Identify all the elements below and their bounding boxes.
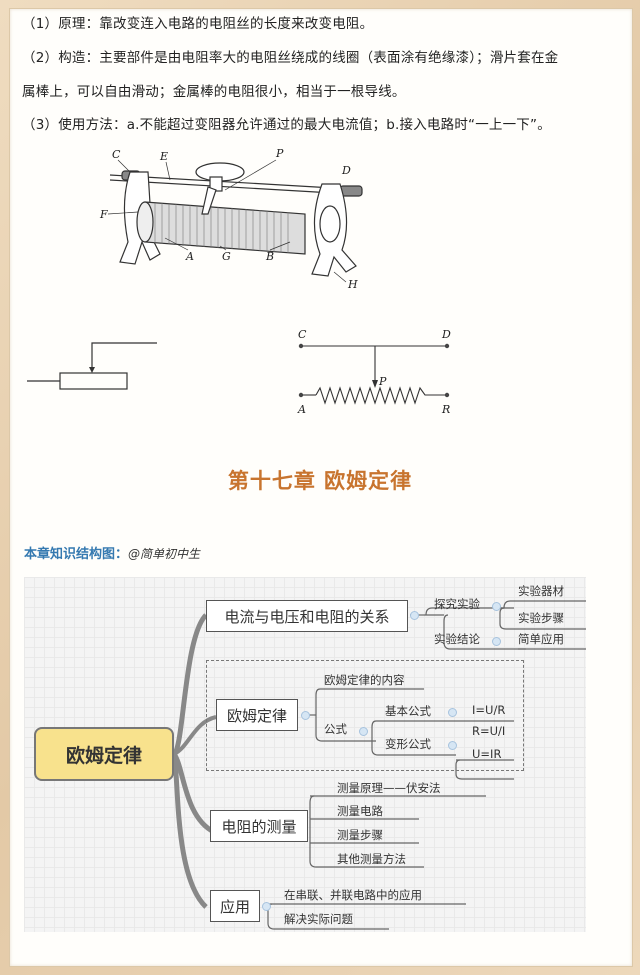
- node-solve-practical-problems[interactable]: 解决实际问题: [284, 912, 353, 926]
- node-basic-formula[interactable]: 基本公式: [385, 704, 431, 718]
- svg-text:E: E: [159, 150, 168, 163]
- rheostat-circuit-diagram: C D P A R: [297, 328, 451, 416]
- collapse-toggle-icon[interactable]: [492, 637, 501, 646]
- svg-text:A: A: [185, 250, 194, 263]
- svg-text:B: B: [265, 250, 274, 263]
- branch-current-voltage-resistance[interactable]: 电流与电压和电阻的关系: [206, 600, 408, 632]
- node-ohms-law-content[interactable]: 欧姆定律的内容: [324, 673, 405, 687]
- branch-resistance-measurement[interactable]: 电阻的测量: [210, 810, 308, 842]
- node-measurement-principle[interactable]: 测量原理——伏安法: [337, 781, 441, 795]
- node-measurement-steps[interactable]: 测量步骤: [337, 828, 383, 842]
- node-experiment-conclusion[interactable]: 实验结论: [434, 632, 480, 646]
- svg-text:P: P: [378, 375, 387, 388]
- mind-map: 欧姆定律 电流与电压和电阻的关系 探究实验 实验器材 实验步骤 实验结论 简单应…: [24, 577, 586, 932]
- paragraph-usage: （3）使用方法：a.不能超过变阻器允许通过的最大电流值；b.接入电路时“一上一下…: [22, 117, 551, 133]
- ohms-law-group-boundary: [206, 660, 524, 771]
- node-formula-u-equals-ir[interactable]: U=IR: [472, 747, 502, 761]
- paragraph-structure-line1: （2）构造：主要部件是由电阻率大的电阻丝绕成的线圈（表面涂有绝缘漆）；滑片套在金: [22, 50, 559, 66]
- collapse-toggle-icon[interactable]: [448, 708, 457, 717]
- node-other-methods[interactable]: 其他测量方法: [337, 852, 406, 866]
- svg-text:C: C: [298, 328, 307, 341]
- paragraph-structure-line2: 属棒上，可以自由滑动；金属棒的电阻很小，相当于一根导线。: [22, 84, 406, 100]
- node-simple-application[interactable]: 简单应用: [518, 632, 564, 646]
- svg-text:H: H: [347, 278, 358, 291]
- node-formula-r-equals-u-over-i[interactable]: R=U/I: [472, 724, 506, 738]
- collapse-toggle-icon[interactable]: [492, 602, 501, 611]
- collapse-toggle-icon[interactable]: [448, 741, 457, 750]
- svg-text:G: G: [222, 250, 231, 263]
- paragraph-principle: （1）原理：靠改变连入电路的电阻丝的长度来改变电阻。: [22, 16, 374, 32]
- collapse-toggle-icon[interactable]: [410, 611, 419, 620]
- svg-text:C: C: [112, 148, 121, 161]
- rheostat-schematic-symbol: [27, 342, 157, 390]
- node-inquiry-experiment[interactable]: 探究实验: [434, 597, 480, 611]
- node-derived-formula[interactable]: 变形公式: [385, 737, 431, 751]
- collapse-toggle-icon[interactable]: [359, 727, 368, 736]
- chapter-title: 第十七章 欧姆定律: [227, 469, 413, 493]
- svg-text:A: A: [297, 403, 306, 416]
- svg-text:F: F: [99, 208, 108, 221]
- svg-text:D: D: [441, 328, 451, 341]
- collapse-toggle-icon[interactable]: [301, 711, 310, 720]
- knowledge-map-title: 本章知识结构图：: [24, 547, 129, 562]
- rheostat-illustration: C E P D F A G B H: [99, 147, 363, 291]
- knowledge-map-heading: 本章知识结构图：@简单初中生: [24, 543, 200, 562]
- node-experiment-equipment[interactable]: 实验器材: [518, 584, 564, 598]
- mind-map-root[interactable]: 欧姆定律: [34, 727, 174, 781]
- svg-text:D: D: [341, 164, 351, 177]
- node-series-parallel-application[interactable]: 在串联、并联电路中的应用: [284, 888, 422, 902]
- node-formula[interactable]: 公式: [324, 722, 347, 736]
- branch-ohms-law[interactable]: 欧姆定律: [216, 699, 298, 731]
- node-experiment-steps[interactable]: 实验步骤: [518, 611, 564, 625]
- collapse-toggle-icon[interactable]: [262, 902, 271, 911]
- svg-text:R: R: [441, 403, 450, 416]
- node-formula-i-equals-u-over-r[interactable]: I=U/R: [472, 703, 506, 717]
- branch-application[interactable]: 应用: [210, 890, 260, 922]
- node-measurement-circuit[interactable]: 测量电路: [337, 804, 383, 818]
- author-tag: @简单初中生: [128, 547, 201, 561]
- svg-text:P: P: [275, 147, 284, 160]
